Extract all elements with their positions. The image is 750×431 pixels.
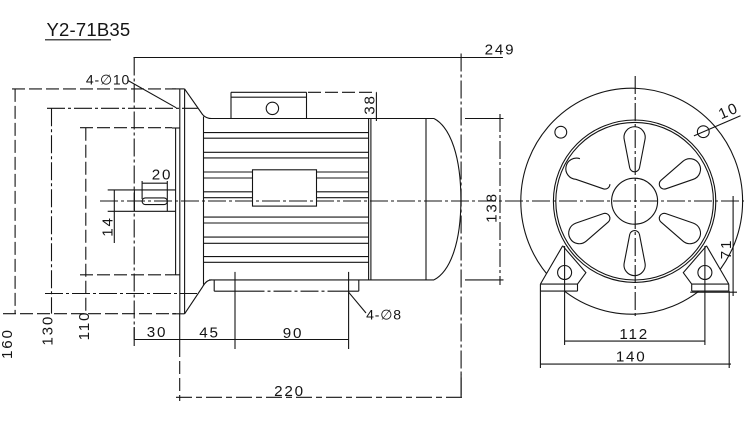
svg-text:140: 140 xyxy=(616,349,647,366)
svg-text:4-∅8: 4-∅8 xyxy=(366,307,402,323)
svg-text:4-∅10: 4-∅10 xyxy=(86,72,130,88)
svg-text:138: 138 xyxy=(484,192,501,223)
svg-text:20: 20 xyxy=(152,167,173,184)
svg-text:249: 249 xyxy=(485,42,516,59)
svg-text:112: 112 xyxy=(619,326,649,343)
svg-text:160: 160 xyxy=(0,328,16,359)
svg-text:220: 220 xyxy=(274,383,305,400)
svg-text:90: 90 xyxy=(283,325,304,342)
svg-text:45: 45 xyxy=(199,325,220,342)
svg-text:14: 14 xyxy=(100,216,117,237)
svg-text:10: 10 xyxy=(716,100,742,124)
svg-text:130: 130 xyxy=(40,315,57,346)
svg-text:110: 110 xyxy=(76,311,93,341)
svg-text:Y2-71B35: Y2-71B35 xyxy=(47,19,131,40)
svg-text:38: 38 xyxy=(362,94,379,115)
svg-text:71: 71 xyxy=(718,239,735,260)
svg-text:30: 30 xyxy=(147,324,168,341)
